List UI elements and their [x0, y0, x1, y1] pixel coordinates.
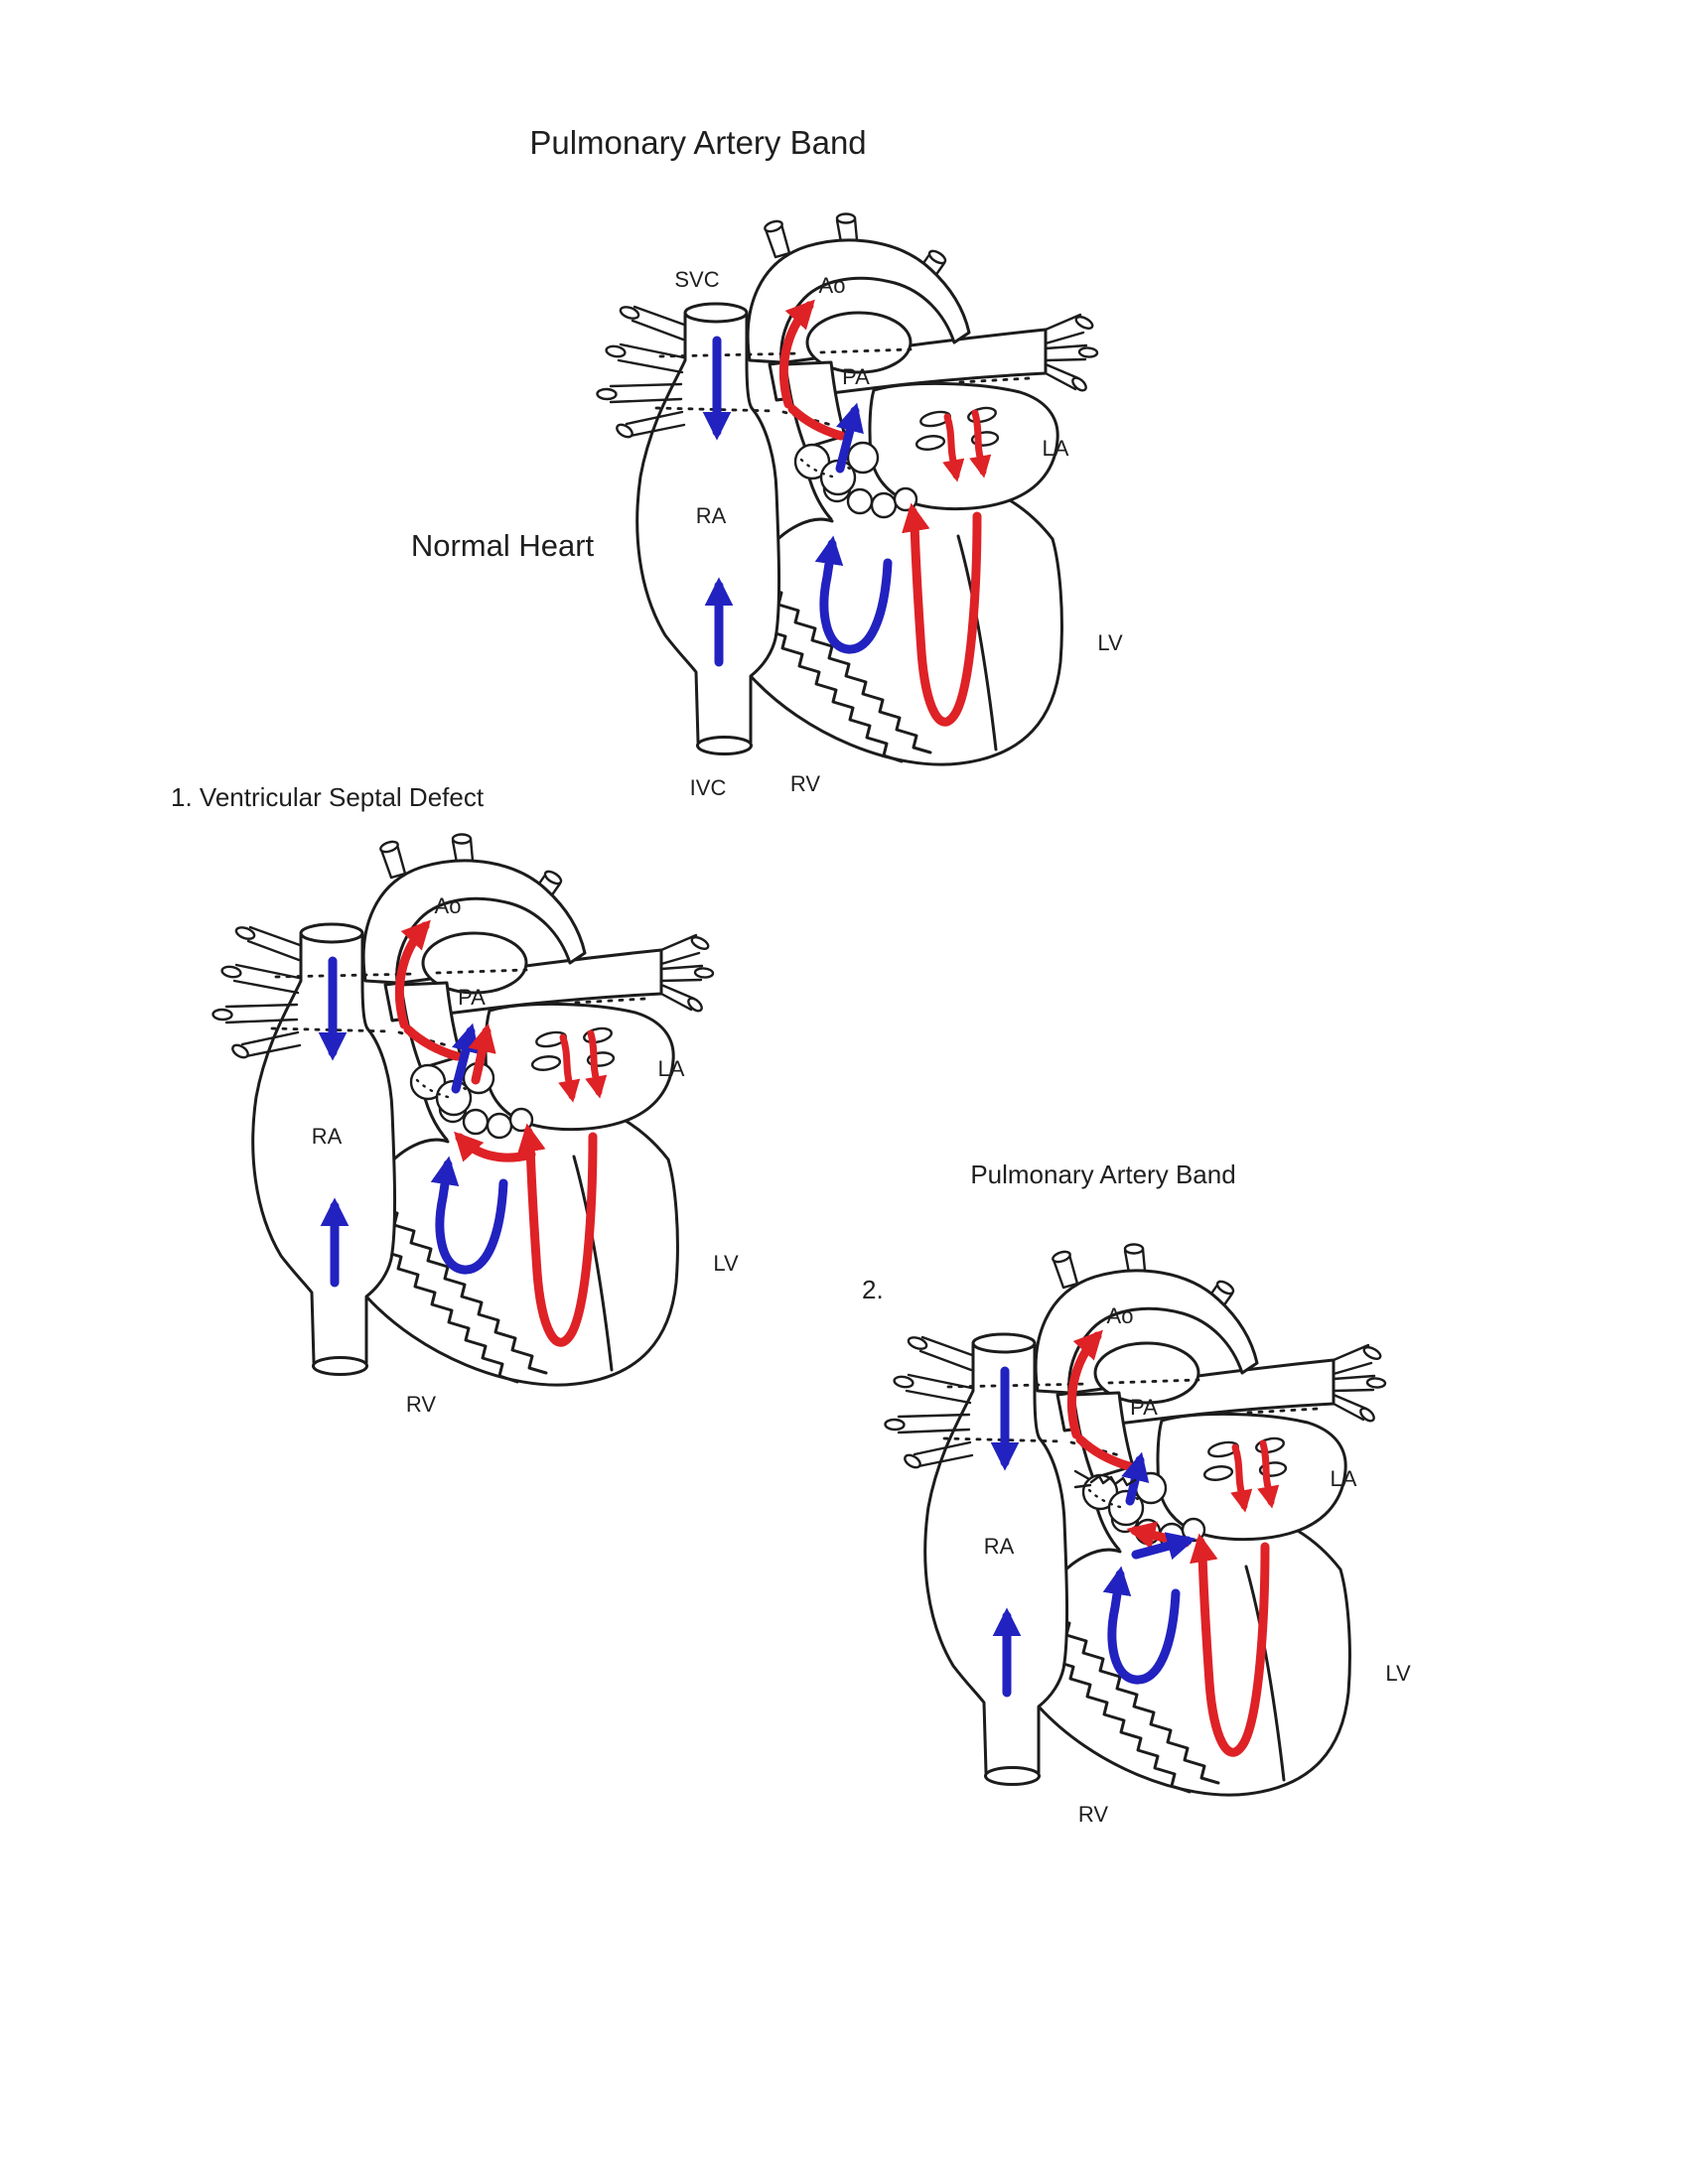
label-la: LA	[1043, 436, 1069, 461]
figure-pulmonary-artery-band: Pulmonary Artery Band 2. Ao PA LA RA LV …	[862, 1160, 1411, 1827]
label-lv: LV	[1097, 630, 1123, 655]
figure-pab-number: 2.	[862, 1275, 884, 1304]
label-svc: SVC	[674, 267, 719, 292]
pa-shunted-red-arrow	[468, 1023, 496, 1085]
label-ra: RA	[984, 1534, 1015, 1559]
heart-outline	[595, 212, 1099, 766]
label-rv: RV	[1078, 1802, 1108, 1827]
figure-normal-heart: Normal Heart SVC Ao PA LA RA LV RV IVC	[411, 212, 1123, 800]
figure-ventricular-septal-defect: 1. Ventricular Septal Defect Ao PA LA RA…	[171, 782, 739, 1417]
pa-band	[1073, 1469, 1137, 1489]
label-lv: LV	[713, 1251, 739, 1276]
label-rv: RV	[406, 1392, 436, 1417]
label-la: LA	[658, 1056, 685, 1081]
label-lv: LV	[1385, 1661, 1411, 1686]
vsd-shunt-arrow	[454, 1131, 536, 1162]
page-title: Pulmonary Artery Band	[529, 124, 866, 161]
vsd-bidirectional-blue-arrow	[1131, 1532, 1196, 1561]
figure-normal-heart-caption: Normal Heart	[411, 528, 595, 563]
heart-outline	[883, 1243, 1387, 1797]
figure-vsd-caption: 1. Ventricular Septal Defect	[171, 782, 485, 812]
label-ao: Ao	[435, 893, 462, 918]
label-ao: Ao	[819, 273, 846, 298]
heart-outline	[211, 833, 715, 1387]
label-ra: RA	[312, 1124, 343, 1149]
label-ao: Ao	[1107, 1303, 1134, 1328]
label-la: LA	[1331, 1466, 1357, 1491]
label-pa: PA	[842, 364, 870, 389]
label-pa: PA	[1130, 1395, 1158, 1420]
label-pa: PA	[458, 985, 486, 1010]
figure-pab-caption: Pulmonary Artery Band	[970, 1160, 1235, 1189]
label-ra: RA	[696, 503, 727, 528]
label-rv: RV	[790, 771, 820, 796]
label-ivc: IVC	[690, 775, 727, 800]
